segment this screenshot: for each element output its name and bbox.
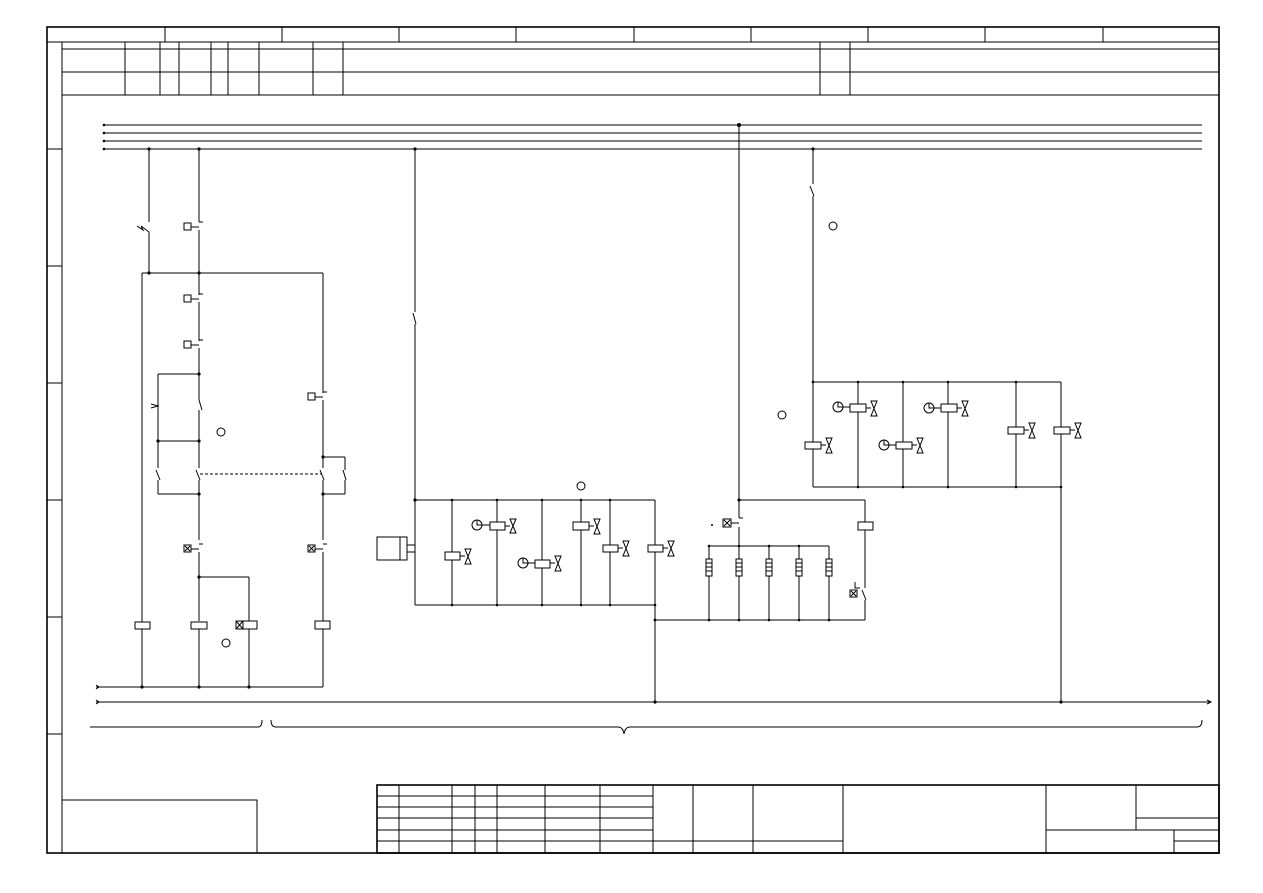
terminal-circle-icon: [777, 410, 787, 420]
brace-control: [90, 719, 263, 728]
heater-element-icon: [735, 546, 743, 620]
thermal-overload-contact-icon: [136, 225, 150, 233]
control-circuit: [134, 147, 347, 689]
solenoid-valve-icon: [1028, 422, 1036, 439]
contact-icon: [183, 294, 192, 303]
pushbutton-contact-icon: [150, 400, 160, 412]
coil-icon: [489, 521, 506, 531]
coil-icon: [804, 441, 822, 450]
contact-icon: [183, 340, 192, 349]
contact-icon: [183, 222, 192, 231]
solenoid-valve-icon: [825, 437, 833, 454]
coil-icon: [602, 544, 619, 553]
solenoid-valve-icon: [870, 400, 878, 417]
solenoid-valve-icon: [961, 400, 969, 417]
power-bus-lines: [102, 123, 1202, 151]
coil-icon: [849, 403, 867, 413]
coil-icon: [572, 521, 590, 531]
coil-icon: [857, 521, 874, 531]
solenoid-valve-icon: [464, 548, 472, 565]
solenoid-valve-icon: [1074, 422, 1082, 439]
timer-coil-icon: [235, 620, 258, 630]
coil-icon: [647, 544, 664, 553]
coil-icon: [1053, 426, 1071, 435]
heater-element-icon: [795, 546, 803, 620]
coil-icon: [1007, 426, 1025, 435]
solenoid-valve-icon: [667, 540, 675, 557]
solenoid-valve-icon: [593, 518, 601, 535]
valve-circuit-right: [777, 147, 1082, 702]
coil-icon: [190, 621, 208, 630]
title-block: [61, 784, 1220, 854]
coil-icon: [534, 559, 551, 569]
heater-element-icon: [765, 546, 773, 620]
heater-element-icon: [705, 546, 713, 620]
coil-icon: [940, 403, 958, 413]
terminal-circle-icon: [576, 481, 586, 491]
coil-icon: [895, 441, 913, 450]
brace-main: [270, 719, 1203, 735]
coil-icon: [134, 621, 151, 630]
solenoid-valve-icon: [916, 437, 924, 454]
valve-circuit-middle: [376, 147, 675, 702]
motor-icon: [376, 536, 415, 561]
header-table: [62, 42, 1219, 96]
grouping-braces: [90, 719, 1203, 735]
solenoid-valve-icon: [622, 540, 630, 557]
coil-icon: [314, 620, 331, 630]
coil-icon: [444, 551, 461, 561]
drawing-frame: [46, 26, 1220, 854]
solenoid-valve-icon: [509, 518, 517, 534]
terminal-circle-icon: [216, 427, 226, 437]
terminal-circle-icon: [221, 638, 231, 648]
heater-circuit: [653, 125, 874, 622]
solenoid-valve-icon: [554, 555, 562, 572]
contact-icon: [307, 392, 316, 401]
return-bus-lines: [95, 684, 1213, 705]
heater-element-icon: [825, 546, 833, 620]
terminal-circle-icon: [828, 221, 838, 231]
